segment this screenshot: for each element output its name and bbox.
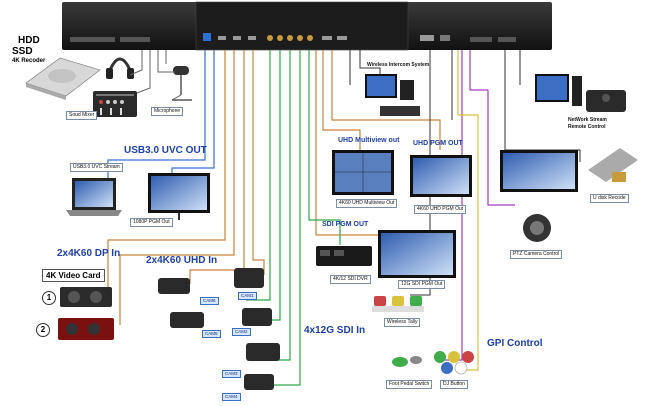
uhd-in-title: 2x4K60 UHD In — [146, 255, 218, 266]
pgm-4k60-label: 4K60 UHD PGM Out — [414, 205, 467, 214]
recorder-label: 4K Recoder — [12, 58, 46, 64]
sdi-dvr-label: 4K/12 SDI DVR — [330, 275, 371, 284]
network-stream-label: NetWork Stream — [568, 117, 607, 123]
ssd-label: SSD — [12, 46, 33, 57]
foot-pedal-label: Foot Pedal Switch — [386, 380, 433, 389]
gpi-control-title: GPI Control — [487, 338, 543, 349]
remote-control-label: Remote Control — [568, 124, 606, 130]
hdmi-cables — [107, 50, 441, 325]
pgm-1080p-label: 1080P PGM Out — [130, 218, 173, 227]
sound-mixer-device — [93, 91, 137, 117]
foot-pedal-device — [392, 356, 422, 367]
cam3-label: CAM3 — [222, 370, 241, 378]
hdd-drive — [25, 57, 101, 100]
ptz-label: PTZ Camera Control — [510, 250, 563, 259]
uhd-pgm-title: UHD PGM OUT — [413, 140, 463, 147]
cam5-label: CAM5 — [202, 330, 221, 338]
microphone-device — [171, 66, 192, 101]
usb3-uvc-out-title: USB3.0 UVC OUT — [124, 145, 207, 156]
sound-mixer-label: Soud Mixer — [66, 111, 98, 120]
cam4-label: CAM4 — [222, 393, 241, 401]
gpi-cables — [440, 50, 515, 361]
sdi-pgm-12g-label: 12G SDI PGM Out — [398, 280, 446, 289]
tally-lights — [372, 296, 424, 312]
card-number-2: 2 — [36, 323, 50, 337]
monitor-uhd-pgm — [410, 155, 472, 197]
laptop-uvc — [66, 178, 122, 216]
dj-buttons — [434, 351, 474, 375]
multiview-4k60-label: 4K60 UHD Multiview Out — [336, 199, 398, 208]
video-card-2 — [58, 318, 114, 340]
monitor-12g-sdi — [378, 230, 456, 278]
cam1-label: CAM1 — [238, 292, 257, 300]
udisk-device — [588, 148, 638, 182]
switcher-rear-panel — [62, 1, 552, 51]
card-number-1: 1 — [42, 291, 56, 305]
monitor-1080p — [148, 173, 210, 220]
monitor-multiview — [332, 150, 394, 195]
microphone-label: Microphone — [151, 107, 184, 116]
udisk-label: U disk Recode — [590, 194, 629, 203]
ptz-camera-device — [523, 214, 551, 242]
intercom-label: Wireless Intercom System — [367, 62, 430, 68]
intercom-system — [365, 74, 420, 116]
uhd-multiview-title: UHD Multiview out — [338, 137, 400, 144]
audio-cables — [129, 50, 175, 94]
cam6-label: CAM6 — [200, 297, 219, 305]
gpi-yellow-cable — [456, 50, 479, 371]
wireless-tally-label: Wireless Tally — [384, 318, 421, 327]
video-card-1 — [60, 287, 112, 307]
dj-button-label: DJ Button — [440, 380, 468, 389]
dp-in-title: 2x4K60 DP In — [57, 248, 121, 259]
cam2-label: CAM2 — [232, 328, 251, 336]
monitor-right — [500, 150, 578, 192]
video-card-title: 4K Video Card — [42, 269, 105, 282]
headphones — [106, 57, 134, 79]
sdi-pgm-out-title: SDI PGM OUT — [322, 221, 369, 228]
sdi-in-title: 4x12G SDI In — [304, 325, 366, 336]
usb3-uvc-stream-label: USB3.0 UVC Stream — [70, 163, 123, 172]
cameras — [158, 268, 280, 390]
sdi-dvr-device — [316, 246, 372, 266]
hdd-label: HDD — [18, 35, 40, 46]
network-stream-pc — [535, 74, 626, 112]
